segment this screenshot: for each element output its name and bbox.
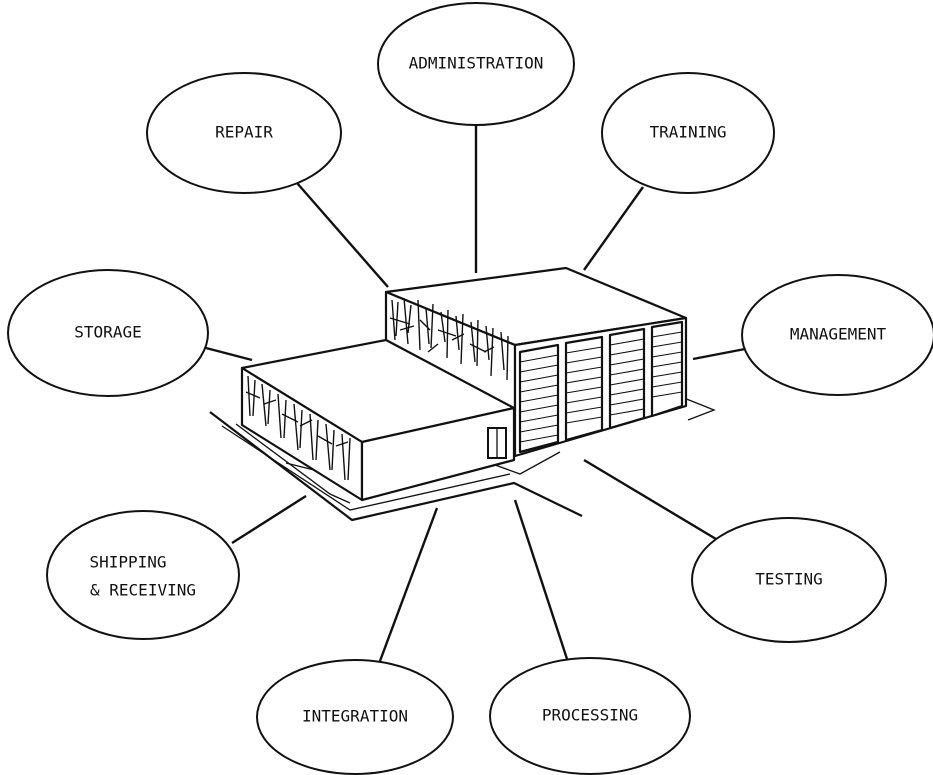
training-ellipse (601, 72, 775, 194)
node-integration: INTEGRATION (256, 659, 454, 775)
loading-bays (518, 320, 684, 454)
facility-building (209, 266, 716, 522)
integration-label: INTEGRATION (302, 707, 408, 726)
testing-label: TESTING (755, 570, 822, 589)
node-training: TRAINING (601, 72, 775, 194)
low-front-wall (360, 406, 516, 502)
connector-repair (296, 182, 389, 288)
connector-testing (583, 458, 722, 544)
connector-integration (378, 507, 439, 662)
node-management: MANAGEMENT (741, 274, 933, 396)
shipping-receiving-label-line2: & RECEIVING (90, 581, 196, 600)
connector-storage (205, 346, 253, 362)
node-shipping-receiving: SHIPPING & RECEIVING (46, 510, 240, 640)
management-ellipse (741, 274, 933, 396)
storage-label: STORAGE (74, 323, 141, 342)
processing-label: PROCESSING (542, 706, 638, 725)
processing-ellipse (489, 657, 691, 775)
tall-left-wall-texture (389, 297, 509, 381)
connectors (205, 124, 746, 663)
shipping-receiving-label-line1: SHIPPING (89, 553, 166, 572)
connector-management (692, 347, 746, 361)
low-building (240, 338, 516, 502)
repair-ellipse (146, 72, 342, 194)
node-storage: STORAGE (7, 269, 209, 397)
node-administration: ADMINISTRATION (377, 2, 575, 126)
node-testing: TESTING (691, 517, 887, 643)
low-left-wall-texture (245, 375, 351, 481)
connector-shipping-receiving (231, 494, 307, 545)
repair-label: REPAIR (215, 123, 273, 142)
storage-ellipse (7, 269, 209, 397)
node-repair: REPAIR (146, 72, 342, 194)
node-processing: PROCESSING (489, 657, 691, 775)
management-label: MANAGEMENT (790, 325, 887, 344)
connector-processing (513, 499, 570, 663)
shipping-receiving-ellipse (46, 510, 240, 640)
training-label: TRAINING (649, 123, 726, 142)
administration-label: ADMINISTRATION (409, 54, 544, 73)
administration-ellipse (377, 2, 575, 126)
testing-ellipse (691, 517, 887, 643)
integration-ellipse (256, 659, 454, 775)
connector-training (583, 186, 644, 271)
